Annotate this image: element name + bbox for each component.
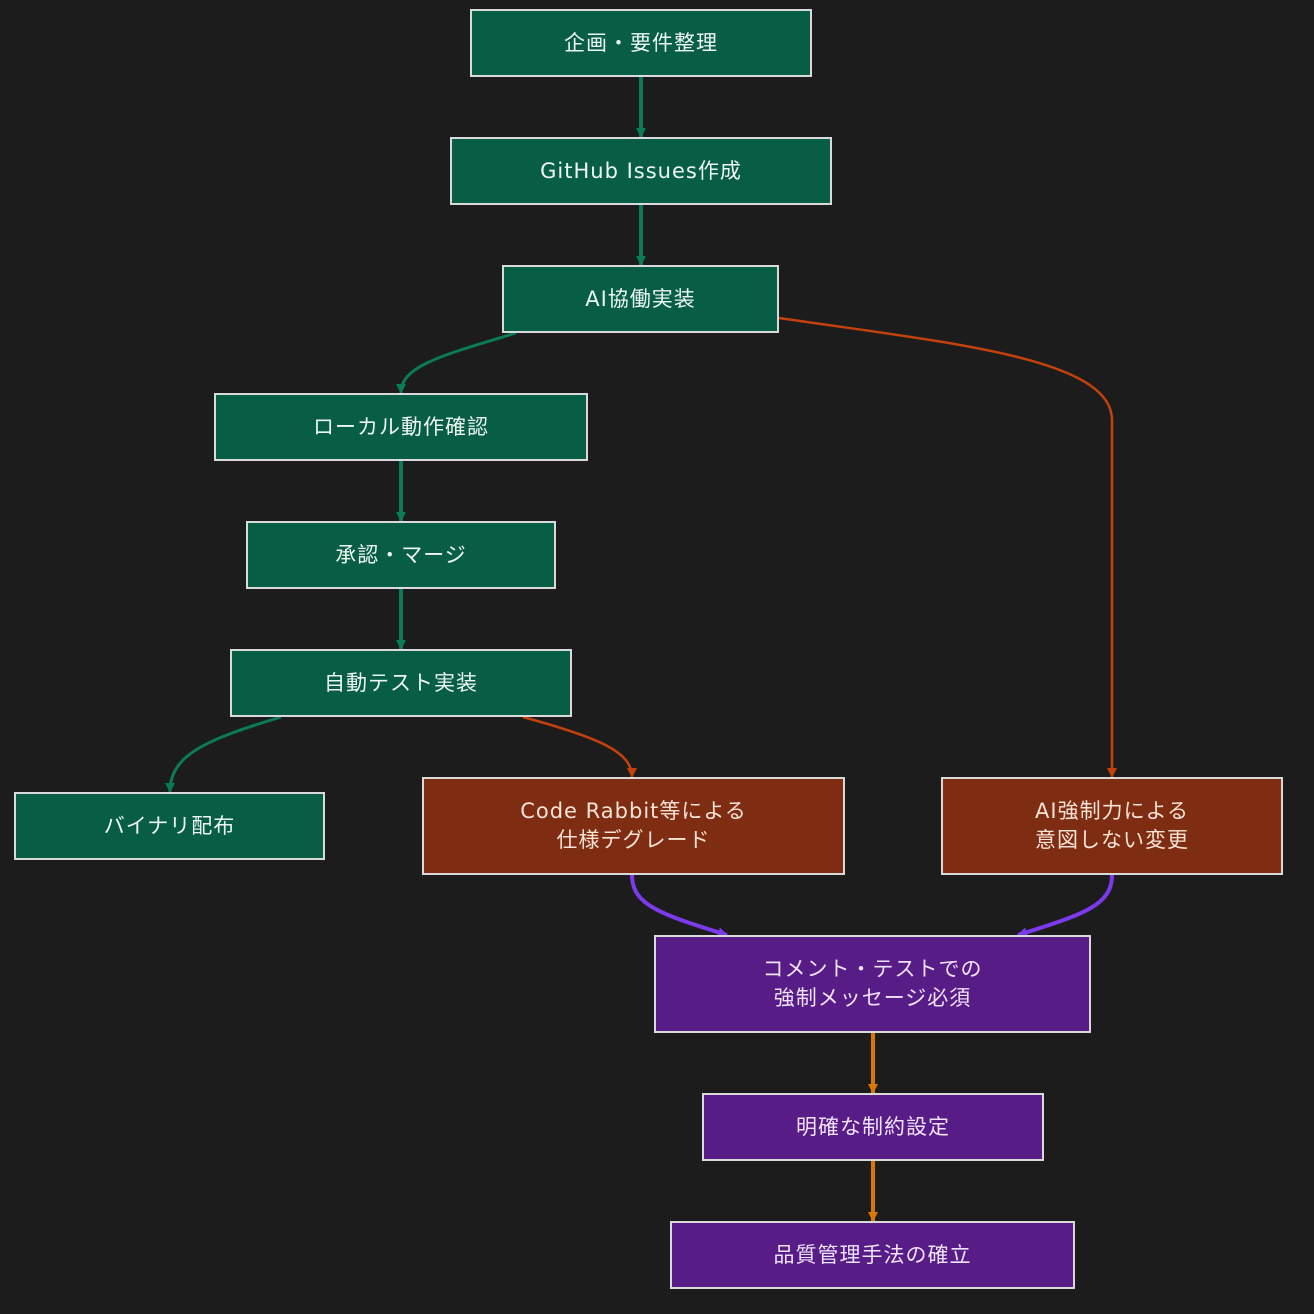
node-label-line-1: AI強制力による xyxy=(1035,799,1189,823)
node-label: GitHub Issues作成 xyxy=(540,158,742,183)
node-label-line-1: Code Rabbit等による xyxy=(520,799,747,823)
node-binary-distribution[interactable]: バイナリ配布 xyxy=(14,792,325,860)
node-label: 承認・マージ xyxy=(335,542,467,567)
node-github-issues[interactable]: GitHub Issues作成 xyxy=(450,137,832,205)
node-label: 品質管理手法の確立 xyxy=(773,1242,972,1267)
node-planning[interactable]: 企画・要件整理 xyxy=(470,9,812,77)
node-ai-implementation[interactable]: AI協働実装 xyxy=(502,265,779,333)
node-label: AI協働実装 xyxy=(585,286,696,311)
node-label: 明確な制約設定 xyxy=(796,1114,950,1139)
node-label-line-2: 強制メッセージ必須 xyxy=(773,986,972,1010)
edge-auto-test-code-rabbit xyxy=(522,715,637,778)
edge-ai-impl-ai-forced xyxy=(778,316,1117,778)
node-auto-test[interactable]: 自動テスト実装 xyxy=(230,649,572,717)
node-label-line-2: 意図しない変更 xyxy=(1035,828,1189,852)
node-constraints[interactable]: 明確な制約設定 xyxy=(702,1093,1044,1161)
node-quality-management[interactable]: 品質管理手法の確立 xyxy=(670,1221,1075,1289)
node-label: 自動テスト実装 xyxy=(324,670,478,695)
node-approve-merge[interactable]: 承認・マージ xyxy=(246,521,556,589)
node-code-rabbit-degrade[interactable]: Code Rabbit等による 仕様デグレード xyxy=(422,777,845,875)
edge-code-rabbit-forced-msg xyxy=(630,874,728,938)
node-local-check[interactable]: ローカル動作確認 xyxy=(214,393,588,461)
node-label-line-2: 仕様デグレード xyxy=(556,828,711,852)
node-forced-message[interactable]: コメント・テストでの 強制メッセージ必須 xyxy=(654,935,1091,1033)
node-label: ローカル動作確認 xyxy=(313,414,489,439)
edge-auto-test-binary xyxy=(165,715,282,793)
node-label: 企画・要件整理 xyxy=(564,30,718,55)
edge-ai-forced-forced-msg xyxy=(1017,874,1114,938)
node-label: バイナリ配布 xyxy=(103,813,236,838)
node-label-line-1: コメント・テストでの xyxy=(762,957,983,981)
edge-ai-impl-local-check xyxy=(396,331,517,394)
node-ai-forced-change[interactable]: AI強制力による 意図しない変更 xyxy=(941,777,1283,875)
